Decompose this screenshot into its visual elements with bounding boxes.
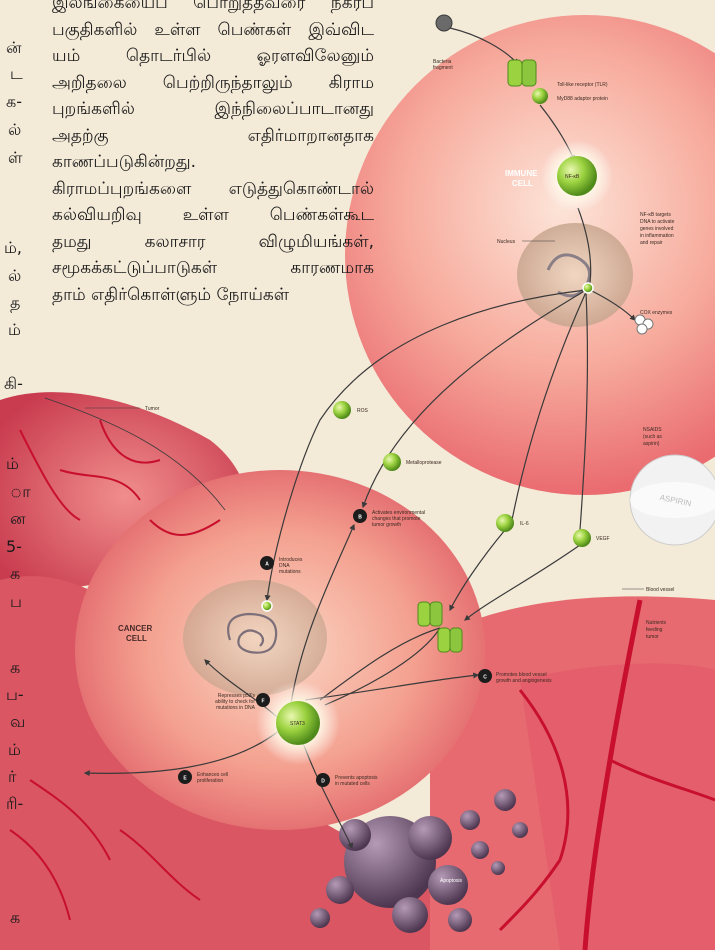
cancer-receptor-1: [418, 602, 442, 626]
nfkb-targets-line1: NF-κB targets: [640, 212, 671, 218]
margin-frag: ர்: [8, 767, 16, 788]
metalloprotease-molecule: [383, 453, 401, 471]
step-f-badge: F: [256, 693, 270, 707]
margin-frag: கி-: [4, 374, 23, 395]
immune-cell-title-line2: CELL: [512, 179, 533, 188]
step-e-badge: E: [178, 770, 192, 784]
nutrients-line2: feeding: [646, 627, 663, 633]
aspirin-pill: ASPIRIN: [630, 455, 715, 545]
margin-frag: ள்: [8, 148, 22, 169]
bacteria-label-line2: fragment: [433, 65, 453, 71]
paragraph-1-line: அதற்கு எதிர்மாறானதாக: [52, 123, 374, 150]
margin-frag: ம்: [8, 320, 21, 341]
step-c-badge: C: [478, 669, 492, 683]
svg-text:C: C: [483, 675, 487, 681]
cancer-cell-title-line2: CELL: [126, 634, 147, 643]
nutrients-line3: tumor: [646, 634, 659, 640]
step-a-badge: A: [260, 556, 274, 570]
nucleus-label: Nucleus: [497, 239, 516, 245]
article-text: இலங்கையைப் பொறுத்தவரை நகரப் பகுதிகளில் உ…: [52, 0, 374, 308]
paragraph-1-line: அறிதலை பெற்றிருந்தாலும் கிராம: [52, 70, 374, 97]
nfkb-targets-line3: genes involved: [640, 226, 674, 232]
nfkb-targets-line4: in inflammation: [640, 233, 674, 239]
margin-frag: க-: [6, 92, 22, 113]
paragraph-2-line: தாம் எதிர்கொள்ளும் நோய்கள்: [52, 282, 374, 309]
myd88-protein: [532, 88, 548, 104]
paragraph-1-line: புறங்களில் இந்நிலைப்பாடானது: [52, 96, 374, 123]
margin-frag: ம்: [8, 740, 21, 761]
step-d-line2: in mutated cells: [335, 781, 370, 787]
svg-text:F: F: [261, 699, 264, 705]
nsaids-line3: aspirin): [643, 441, 660, 447]
step-c-line2: growth and angiogenesis: [496, 678, 552, 684]
nfkb-label: NF-κB: [565, 174, 580, 180]
step-a-line3: mutations: [279, 569, 301, 575]
bacteria-fragment: [436, 15, 452, 31]
vegf-molecule: [573, 529, 591, 547]
paragraph-2-line: கல்வியறிவு உள்ள பெண்கள்கூட: [52, 202, 374, 229]
nsaids-line2: (such as: [643, 434, 662, 440]
margin-frag: க: [10, 908, 20, 929]
margin-frag: க: [10, 658, 20, 679]
ros-molecule: [333, 401, 351, 419]
margin-frag: ரி-: [6, 794, 23, 815]
paragraph-1-line: யம் தொடர்பில் ஓரளவிலேனும்: [52, 43, 374, 70]
margin-frag: ப-: [6, 685, 24, 706]
margin-frag: ன: [10, 509, 26, 530]
cancer-receptor-2: [438, 628, 462, 652]
nfkb-targets-line5: and repair: [640, 240, 663, 246]
paragraph-2-line: கிராமப்புறங்களை எடுத்துகொண்டால்: [52, 176, 374, 203]
nsaids-line1: NSAIDS: [643, 427, 662, 433]
step-b-badge: B: [353, 509, 367, 523]
step-d-badge: D: [316, 773, 330, 787]
blood-vessel-label: Blood vessel: [646, 587, 674, 593]
vegf-label: VEGF: [596, 536, 610, 542]
paragraph-1-line: பகுதிகளில் உள்ள பெண்கள் இவ்விட: [52, 17, 374, 44]
paragraph-2-line: சமூகக்கட்டுப்பாடுகள் காரணமாக: [52, 255, 374, 282]
svg-text:A: A: [265, 562, 269, 568]
nfkb-targets-line2: DNA to activate: [640, 219, 675, 225]
immune-cell-title-line1: IMMUNE: [505, 169, 538, 178]
tlr-receptor: [508, 60, 536, 86]
cox-label: COX enzymes: [640, 310, 673, 316]
metalloprotease-label: Metalloprotease: [406, 460, 442, 466]
margin-frag: ட: [10, 64, 23, 85]
margin-frag: ா: [10, 482, 31, 503]
margin-frag: வ: [10, 712, 25, 733]
myd88-label: MyD88 adaptor protein: [557, 96, 608, 102]
tumor-label: Tumor: [145, 406, 160, 412]
ros-label: ROS: [357, 408, 369, 414]
step-b-line3: tumor growth: [372, 522, 401, 528]
paragraph-2-line: தமது கலாசார விழுமியங்கள்,: [52, 229, 374, 256]
margin-frag: ல்: [8, 266, 21, 287]
tlr-label: Toll-like receptor (TLR): [557, 82, 608, 88]
paragraph-1-line: இலங்கையைப் பொறுத்தவரை நகரப்: [52, 0, 374, 17]
margin-frag: ம்: [6, 454, 19, 475]
margin-frag: ப: [10, 592, 22, 613]
margin-frag: 5-: [6, 537, 22, 556]
margin-frag: ம்,: [4, 238, 22, 259]
svg-text:B: B: [358, 515, 362, 521]
apoptosis-label: Apoptosis: [440, 878, 462, 884]
margin-frag: க: [10, 564, 20, 585]
svg-text:D: D: [321, 779, 325, 785]
nucleus-activation-point: [583, 283, 593, 293]
cancer-cell-title-line1: CANCER: [118, 624, 152, 633]
margin-frag: ன்: [6, 38, 22, 59]
dna-mutation-point: [262, 601, 272, 611]
paragraph-1-line: காணப்படுகின்றது.: [52, 149, 374, 176]
step-e-line2: proliferation: [197, 778, 223, 784]
stat3-label: STAT3: [290, 721, 305, 727]
cancer-nucleus: [183, 580, 327, 696]
margin-frag: த: [10, 293, 20, 314]
margin-frag: ல்: [8, 120, 21, 141]
nutrients-line1: Nutrients: [646, 620, 667, 626]
il6-label: IL-6: [520, 521, 529, 527]
il6-molecule: [496, 514, 514, 532]
immune-nucleus: [517, 223, 633, 327]
step-f-line3: mutations in DNA: [216, 705, 256, 711]
